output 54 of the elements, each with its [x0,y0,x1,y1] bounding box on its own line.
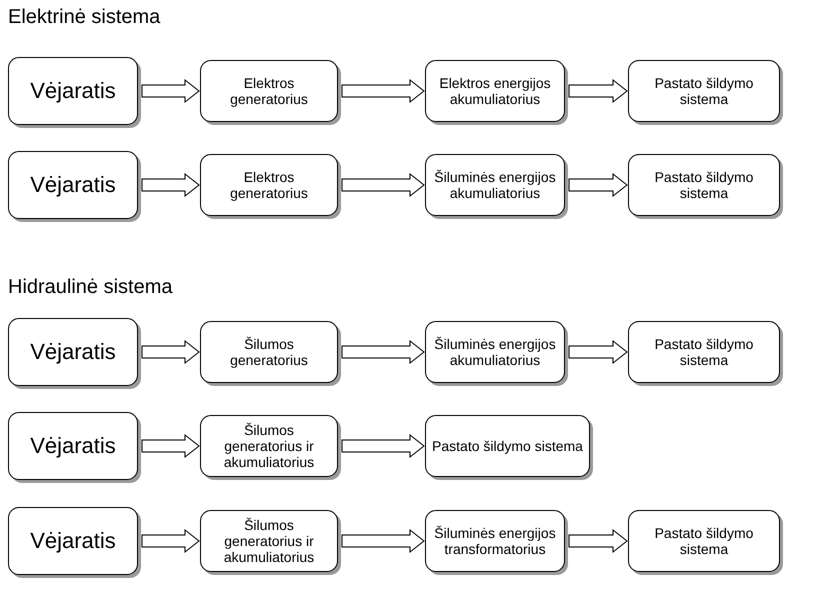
node-label: Šilumos generatorius ir akumuliatorius [222,422,316,470]
node-label: Vėjaratis [29,340,117,364]
process-box [628,60,780,122]
node-label: Šiluminės energijos transformatorius [433,525,557,557]
block-arrow [568,340,628,364]
block-arrow [142,340,200,364]
process-box [200,154,338,216]
block-arrow [342,172,425,198]
node-label: Šiluminės energijos akumuliatorius [433,336,557,368]
block-arrow [342,528,425,554]
process-box [200,510,338,572]
node-label: Pastato šildymo sistema [654,336,754,368]
node-label: Vėjaratis [29,529,117,553]
node-label: Vėjaratis [29,434,117,458]
process-box [200,415,338,477]
process-box [425,154,565,216]
node-label: Šilumos generatorius ir akumuliatorius [222,517,316,565]
block-arrow [568,78,628,104]
node-label: Šilumos generatorius [229,336,309,368]
node-label: Pastato šildymo sistema [431,438,584,454]
process-box [8,151,138,219]
process-box [8,412,138,480]
block-arrow [342,340,425,364]
section-heading: Elektrinė sistema [8,6,160,29]
process-box [628,510,780,572]
node-label: Elektros generatorius [229,75,309,107]
process-box [200,321,338,383]
process-box [200,60,338,122]
process-box [425,510,565,572]
process-box [8,507,138,575]
node-label: Pastato šildymo sistema [654,525,754,557]
process-box [425,60,565,122]
node-label: Elektros energijos akumuliatorius [438,75,552,107]
node-label: Vėjaratis [29,173,117,197]
node-label: Šiluminės energijos akumuliatorius [433,169,557,201]
process-box [628,321,780,383]
block-arrow [142,434,200,458]
process-box [628,154,780,216]
process-box [425,321,565,383]
block-arrow [568,528,628,554]
block-arrow [142,528,200,554]
node-label: Vėjaratis [29,79,117,103]
process-box [8,318,138,386]
block-arrow [568,172,628,198]
block-arrow [342,78,425,104]
block-arrow [342,434,425,458]
node-label: Pastato šildymo sistema [654,75,754,107]
block-arrow [142,172,200,198]
block-arrow [142,78,200,104]
process-box [425,415,590,477]
section-heading: Hidraulinė sistema [8,276,173,299]
node-label: Pastato šildymo sistema [654,169,754,201]
process-box [8,57,138,125]
node-label: Elektros generatorius [229,169,309,201]
